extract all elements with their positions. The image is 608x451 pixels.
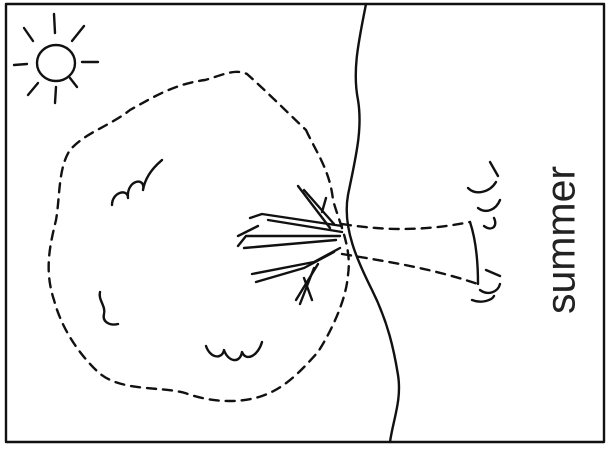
- cloud-squiggle-middle: [100, 292, 118, 325]
- season-caption: summer: [541, 166, 582, 314]
- cloud-squiggle-bottom: [206, 342, 262, 360]
- cloud-squiggle-top: [112, 160, 162, 205]
- ground-line: [347, 4, 399, 442]
- sun-icon: [14, 14, 98, 103]
- page-frame: [6, 4, 604, 442]
